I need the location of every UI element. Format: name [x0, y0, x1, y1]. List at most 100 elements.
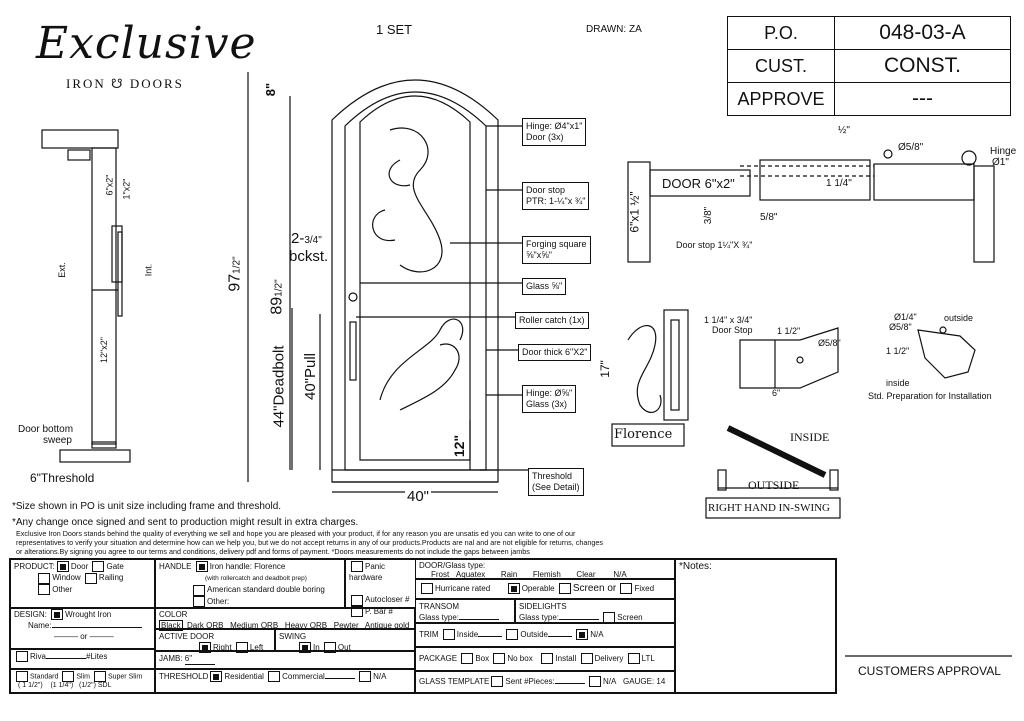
brand-logo: Exclusive IRON ☋ DOORS [18, 18, 256, 98]
trim-outside-checkbox[interactable] [506, 629, 519, 641]
wrought-checkbox[interactable] [51, 609, 64, 621]
header-profile [41, 129, 119, 149]
cust-row: CUST.CONST. [727, 49, 1011, 83]
threshold-profile [59, 449, 131, 463]
callout-hinge-glass: Hinge: Ø⅝"Glass (3x) [522, 385, 577, 413]
riva-checkbox[interactable] [16, 651, 28, 663]
american-checkbox[interactable] [193, 584, 205, 596]
color-heavy-orb[interactable]: Heavy ORB [284, 621, 328, 630]
section-door-label: DOOR 6"x2" [662, 176, 735, 191]
hinge-barrel-icon [961, 150, 977, 166]
order-form: PRODUCT:Door Gate Window Railing Other H… [9, 558, 837, 694]
active-door-cell: ACTIVE DOOR Right Left [155, 629, 275, 654]
nobox-checkbox[interactable] [493, 653, 506, 665]
prep-outside-label: outside [944, 313, 974, 323]
callout-roller: Roller catch (1x) [515, 312, 589, 329]
slim-checkbox[interactable] [62, 671, 75, 682]
section-stop-label: Door stop 1¼"X ¾" [676, 240, 753, 250]
cust-label: CUST. [727, 49, 835, 83]
standard-checkbox[interactable] [16, 671, 28, 682]
stop-size-label: 1 1/4" x 3/4" [704, 315, 753, 325]
prep-d58-label: Ø5/8" [889, 322, 912, 332]
handle-cell: HANDLE Iron handle: Florence (with rolle… [155, 559, 345, 609]
railing-checkbox[interactable] [84, 572, 97, 584]
note-change: *Any change once signed and sent to prod… [12, 517, 359, 528]
super-slim-checkbox[interactable] [93, 671, 106, 682]
panic-checkbox[interactable] [351, 561, 363, 573]
scroll-top-curl [388, 159, 411, 187]
po-value: 048-03-A [834, 16, 1011, 50]
callout-threshold: Threshold(See Detail) [528, 468, 584, 496]
template-na-checkbox[interactable] [589, 676, 602, 688]
color-black[interactable]: Black [159, 620, 183, 631]
color-antique-gold[interactable]: Antique gold [364, 621, 410, 630]
sweep-profile [91, 441, 117, 449]
po-label: P.O. [727, 16, 835, 50]
threshold-label: 6"Threshold [30, 471, 95, 485]
rail-profile [117, 231, 123, 317]
prep-h12-label: 1 1/2" [886, 346, 910, 356]
jamb-value[interactable]: 6" [184, 653, 215, 665]
swing-inside-label: INSIDE [790, 430, 830, 444]
fixed-checkbox[interactable] [620, 583, 633, 595]
residential-checkbox[interactable] [210, 671, 223, 683]
box-checkbox[interactable] [461, 653, 474, 665]
color-dark-orb[interactable]: Dark ORB [187, 621, 224, 630]
hurricane-checkbox[interactable] [421, 583, 433, 595]
dim-width-label: 40" [405, 488, 432, 505]
swing-door-icon [726, 425, 827, 478]
other-checkbox[interactable] [38, 584, 51, 596]
right-checkbox[interactable] [199, 642, 211, 654]
out-checkbox[interactable] [323, 642, 336, 654]
door-checkbox[interactable] [56, 561, 69, 573]
stop-half-label: 1 1/2" [777, 326, 801, 336]
window-checkbox[interactable] [38, 572, 51, 584]
screen-or-checkbox[interactable] [558, 583, 571, 595]
trim-na-checkbox[interactable] [576, 629, 589, 641]
dim-overall-label: 971/2" [226, 256, 244, 292]
in-checkbox[interactable] [299, 642, 311, 654]
hurricane-cell: Hurricane rated Operable Screen or Fixed [415, 579, 675, 599]
screen-checkbox[interactable] [603, 612, 616, 624]
threshold-na-checkbox[interactable] [359, 671, 372, 683]
pbar-checkbox[interactable] [351, 606, 363, 618]
swing-post-right [829, 469, 839, 491]
ltl-checkbox[interactable] [627, 653, 640, 665]
prep-inside-label: inside [886, 378, 910, 388]
sweep-label-1: Door bottom [18, 424, 74, 435]
glass-profile [111, 225, 123, 283]
disclaimer: Exclusive Iron Doors stands behind the q… [16, 529, 603, 556]
brand-script: Exclusive [36, 18, 257, 69]
callout-glass: Glass ⅝" [522, 278, 567, 295]
section-half-label: ½" [838, 125, 850, 136]
dim-top-label: 8" [263, 82, 279, 97]
brand-doors: DOORS [129, 76, 184, 91]
sent-checkbox[interactable] [491, 676, 504, 688]
operable-checkbox[interactable] [507, 583, 520, 595]
dim-door-label: 891/2" [268, 279, 286, 315]
doorstop-hole-icon [796, 356, 804, 364]
gate-checkbox[interactable] [92, 561, 105, 573]
delivery-checkbox[interactable] [580, 653, 593, 665]
trim-inside-checkbox[interactable] [442, 629, 455, 641]
handle-other-checkbox[interactable] [193, 596, 205, 608]
autocloser-checkbox[interactable] [351, 594, 363, 606]
drawn-by: DRAWN: ZA [586, 24, 642, 35]
backset-dim-label: 2-3/4" [291, 230, 322, 247]
commercial-checkbox[interactable] [268, 671, 281, 683]
brand-sub: IRON ☋ DOORS [66, 76, 184, 92]
color-pewter[interactable]: Pewter [333, 621, 359, 630]
color-medium-orb[interactable]: Medium ORB [230, 621, 279, 630]
iron-handle-checkbox[interactable] [195, 561, 208, 573]
door-leaf-outline [344, 91, 487, 471]
hinge-pin-icon [883, 149, 893, 159]
stop-name-label: Door Stop [712, 325, 753, 335]
product-cell: PRODUCT:Door Gate Window Railing Other [10, 559, 155, 609]
florence-handle-icon [627, 325, 662, 413]
jamb-cell: JAMB: 6" [155, 651, 415, 669]
install-checkbox[interactable] [541, 653, 554, 665]
left-checkbox[interactable] [235, 642, 248, 654]
